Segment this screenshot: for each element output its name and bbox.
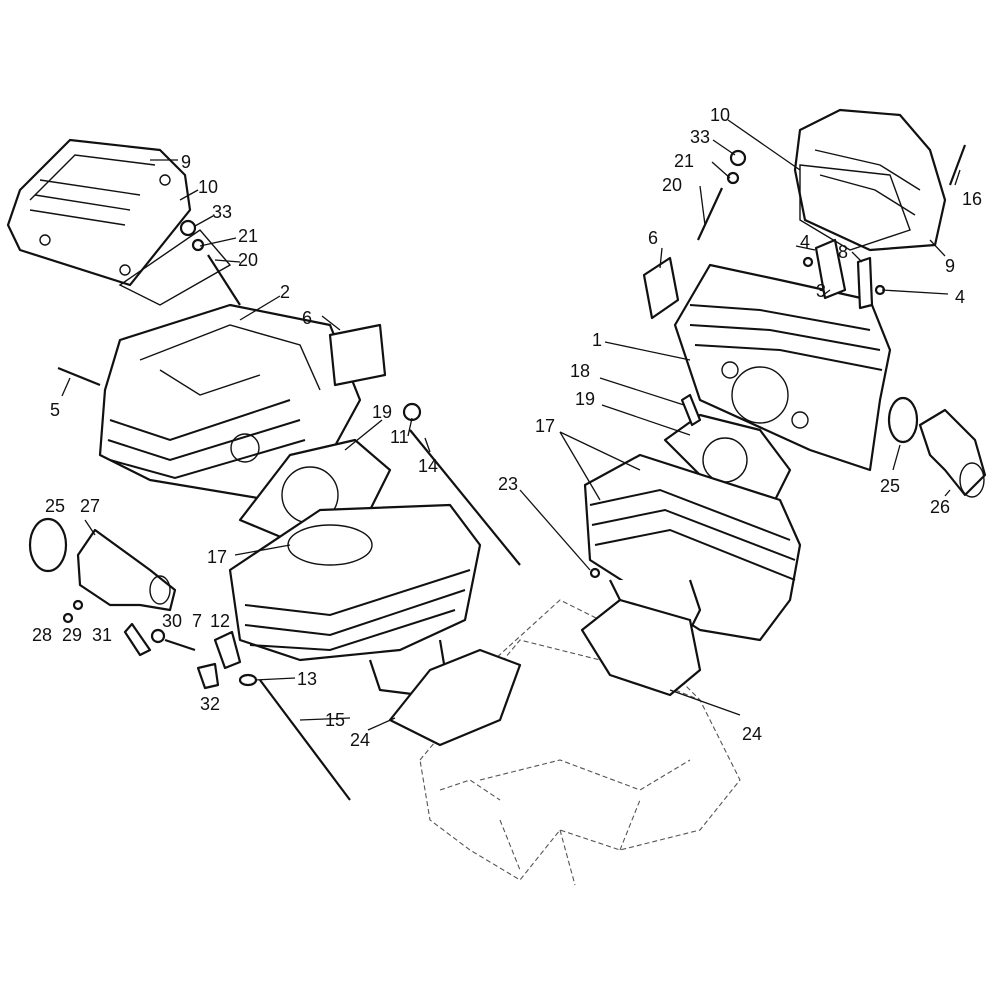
callout-18: 18 [570, 361, 590, 381]
right-cylinder-head [673, 263, 892, 472]
callout-23: 23 [498, 474, 518, 494]
callout-21-left: 21 [238, 226, 258, 246]
callout-27: 27 [80, 496, 100, 516]
callout-24-right: 24 [742, 724, 762, 744]
callout-13: 13 [297, 669, 317, 689]
callout-10-right: 10 [710, 105, 730, 125]
left-small-parts [57, 219, 521, 801]
callout-10-left: 10 [198, 177, 218, 197]
callout-9-right: 9 [945, 256, 955, 276]
callout-28: 28 [32, 625, 52, 645]
callout-33-left: 33 [212, 202, 232, 222]
callout-20-right: 20 [662, 175, 682, 195]
callout-6-left: 6 [302, 308, 312, 328]
callout-30: 30 [162, 611, 182, 631]
callout-15: 15 [325, 710, 345, 730]
callout-17-right: 17 [535, 416, 555, 436]
callout-32: 32 [200, 694, 220, 714]
left-cover-gasket [118, 229, 232, 306]
callout-31: 31 [92, 625, 112, 645]
callout-16: 16 [962, 189, 982, 209]
left-valve-cover [6, 138, 192, 287]
callout-26: 26 [930, 497, 950, 517]
callout-24-left: 24 [350, 730, 370, 750]
callout-9-left: 9 [181, 152, 191, 172]
left-base-gasket [388, 648, 522, 747]
callout-1: 1 [592, 330, 602, 350]
callout-labels: 9 10 33 21 20 2 6 5 19 11 14 25 27 17 28… [32, 105, 982, 750]
callout-11: 11 [390, 427, 409, 447]
callout-5: 5 [50, 400, 60, 420]
callout-2: 2 [280, 282, 290, 302]
callout-25-left: 25 [45, 496, 65, 516]
callout-14: 14 [418, 456, 438, 476]
callout-6-right: 6 [648, 228, 658, 248]
callout-17-left: 17 [207, 547, 227, 567]
callout-7: 7 [192, 611, 202, 631]
callout-33-right: 33 [690, 127, 710, 147]
callout-4-top: 4 [800, 232, 810, 252]
callout-19-left: 19 [372, 402, 392, 422]
callout-25-right: 25 [880, 476, 900, 496]
callout-20-left: 20 [238, 250, 258, 270]
right-small-parts [589, 144, 967, 579]
left-cylinder-head [98, 303, 362, 502]
callout-29: 29 [62, 625, 82, 645]
right-intake-manifold [887, 396, 987, 498]
callout-21-right: 21 [674, 151, 694, 171]
callout-3: 3 [816, 281, 826, 301]
leader-lines [61, 119, 961, 731]
right-base-gasket [580, 598, 702, 697]
right-cover-gasket [799, 164, 911, 251]
left-intake-manifold [28, 517, 177, 612]
callout-19-right: 19 [575, 389, 595, 409]
callout-4-right: 4 [955, 287, 965, 307]
callout-12: 12 [210, 611, 230, 631]
callout-8: 8 [838, 242, 848, 262]
right-valve-cover [793, 108, 947, 252]
